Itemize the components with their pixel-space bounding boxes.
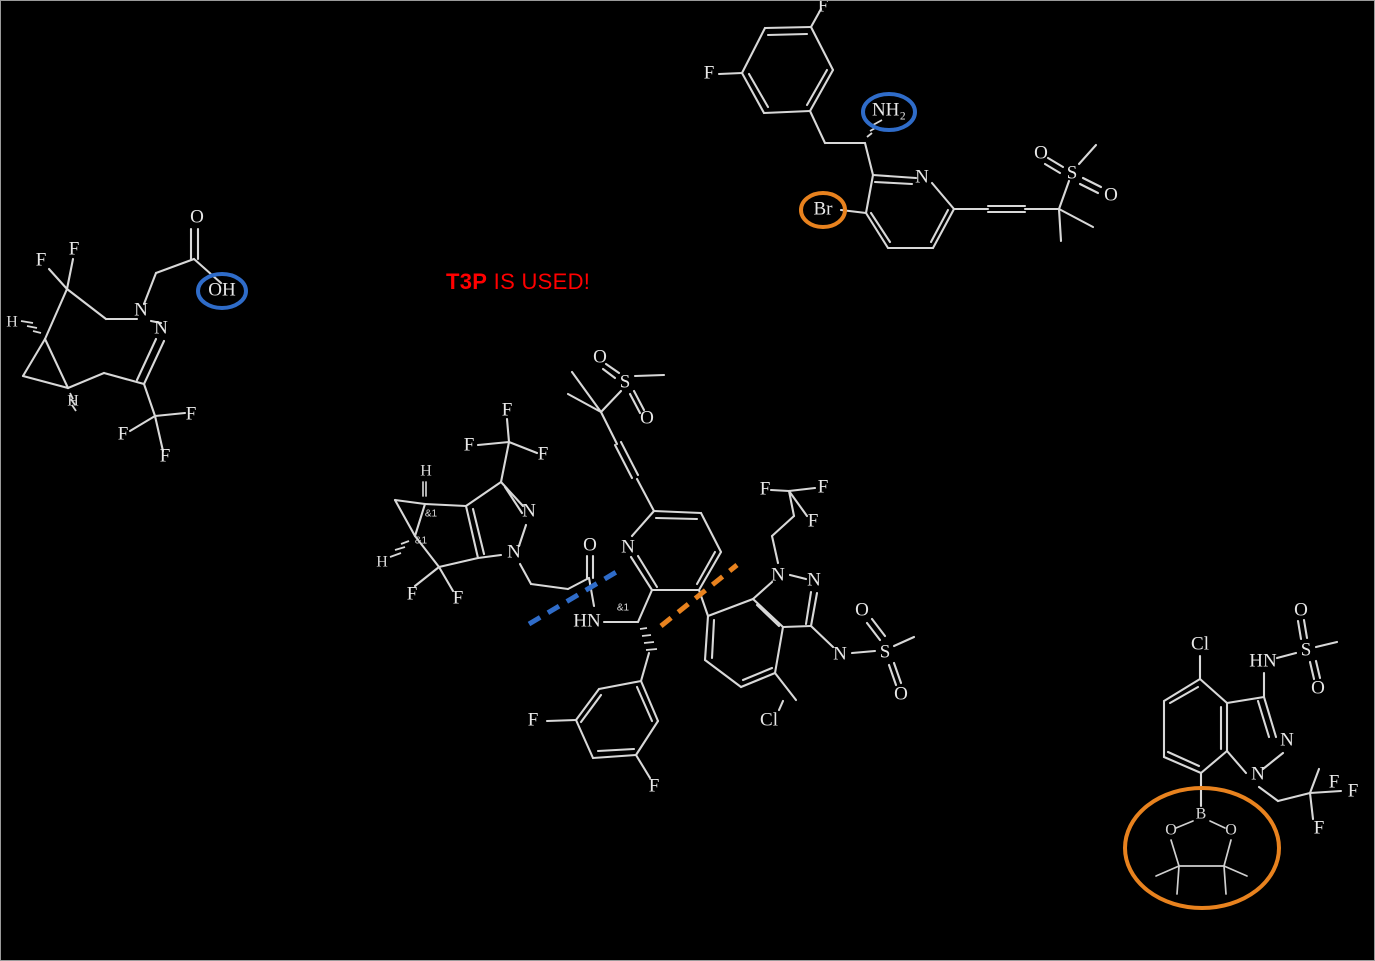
- molecule-amine-reactant: F F NH₂ N: [704, 1, 1118, 250]
- atom-label-H: H: [376, 554, 388, 571]
- atom-label-F: F: [649, 775, 660, 796]
- atom-label-F: F: [186, 403, 197, 424]
- atom-label-H: H: [6, 314, 18, 331]
- atom-label-B: B: [1196, 806, 1207, 823]
- atom-label-F: F: [1329, 771, 1340, 792]
- atom-label-H: H: [420, 463, 432, 480]
- atom-label-F: F: [760, 478, 771, 499]
- atom-label-F: F: [528, 709, 539, 730]
- atom-label-N: N: [771, 564, 785, 585]
- atom-label-F: F: [453, 587, 464, 608]
- atom-label-F: F: [502, 399, 513, 420]
- reagent-caption: T3P IS USED!: [446, 269, 590, 295]
- atom-label-F: F: [538, 443, 549, 464]
- atom-label-N: N: [1251, 763, 1265, 784]
- atom-label-F: F: [69, 238, 80, 259]
- atom-label-O: O: [190, 206, 204, 227]
- atom-label-F: F: [1348, 780, 1359, 801]
- atom-label-O: O: [583, 534, 597, 555]
- atom-label-N: N: [621, 536, 635, 557]
- atom-label-S: S: [1067, 162, 1078, 183]
- atom-label-O: O: [1225, 822, 1237, 839]
- atom-label-O: O: [640, 407, 654, 428]
- atom-label-N: N: [522, 500, 536, 521]
- atom-label-F: F: [407, 583, 418, 604]
- atom-label-O: O: [1104, 184, 1118, 205]
- atom-label-O: O: [1034, 142, 1048, 163]
- hash-bond: [20, 320, 42, 334]
- nh2-circle: [861, 92, 917, 132]
- atom-label-F: F: [808, 510, 819, 531]
- hash-bond: [69, 392, 77, 412]
- atom-label-N: N: [833, 643, 847, 664]
- stereo-label: &1: [617, 603, 630, 614]
- stereo-label: &1: [415, 536, 428, 547]
- br-circle: [799, 191, 847, 229]
- molecule-boronate-reactant: Cl N N HN S O O F: [1123, 599, 1359, 910]
- atom-label-Cl: Cl: [760, 709, 778, 730]
- atom-label-F: F: [818, 1, 829, 16]
- atom-label-F: F: [160, 445, 171, 466]
- molecule-product: H &1 &1 H F F: [376, 346, 916, 796]
- atom-label-S: S: [620, 371, 631, 392]
- atom-label-OH: OH: [208, 279, 236, 300]
- atom-label-F: F: [1314, 817, 1325, 838]
- atom-label-F: F: [36, 249, 47, 270]
- hash-bond: [389, 540, 410, 558]
- atom-label-NH2: NH₂: [872, 99, 906, 120]
- atom-label-O: O: [1165, 822, 1177, 839]
- atom-label-F: F: [118, 423, 129, 444]
- amide-disconnection-dash: [527, 568, 620, 627]
- atom-label-O: O: [1311, 677, 1325, 698]
- oh-circle: [196, 272, 248, 310]
- molecule-acid-reactant: O N N F F: [6, 206, 248, 466]
- atom-label-O: O: [855, 599, 869, 620]
- atom-label-HN: HN: [573, 610, 601, 631]
- atom-label-N: N: [1280, 729, 1294, 750]
- bpin-circle: [1123, 786, 1281, 910]
- atom-label-HN: HN: [1249, 650, 1277, 671]
- atom-label-H: H: [67, 393, 79, 410]
- atom-label-N: N: [807, 569, 821, 590]
- atom-label-O: O: [894, 683, 908, 704]
- atom-label-O: O: [593, 346, 607, 367]
- reagent-caption-rest: IS USED!: [487, 269, 591, 294]
- atom-label-F: F: [704, 62, 715, 83]
- atom-label-F: F: [818, 476, 829, 497]
- atom-label-O: O: [1294, 599, 1308, 620]
- reagent-name: T3P: [446, 269, 488, 294]
- atom-label-N: N: [134, 299, 148, 320]
- atom-label-S: S: [1301, 639, 1312, 660]
- atom-label-N: N: [915, 166, 929, 187]
- atom-label-N: N: [507, 541, 521, 562]
- aryl-aryl-disconnection-dash: [659, 563, 739, 628]
- hash-bond: [639, 627, 658, 651]
- atom-label-F: F: [464, 434, 475, 455]
- atom-label-Br: Br: [814, 198, 834, 219]
- atom-label-Cl: Cl: [1191, 633, 1209, 654]
- atom-label-S: S: [880, 641, 891, 662]
- atom-label-N2: N: [154, 317, 168, 338]
- stereo-label: &1: [425, 509, 438, 520]
